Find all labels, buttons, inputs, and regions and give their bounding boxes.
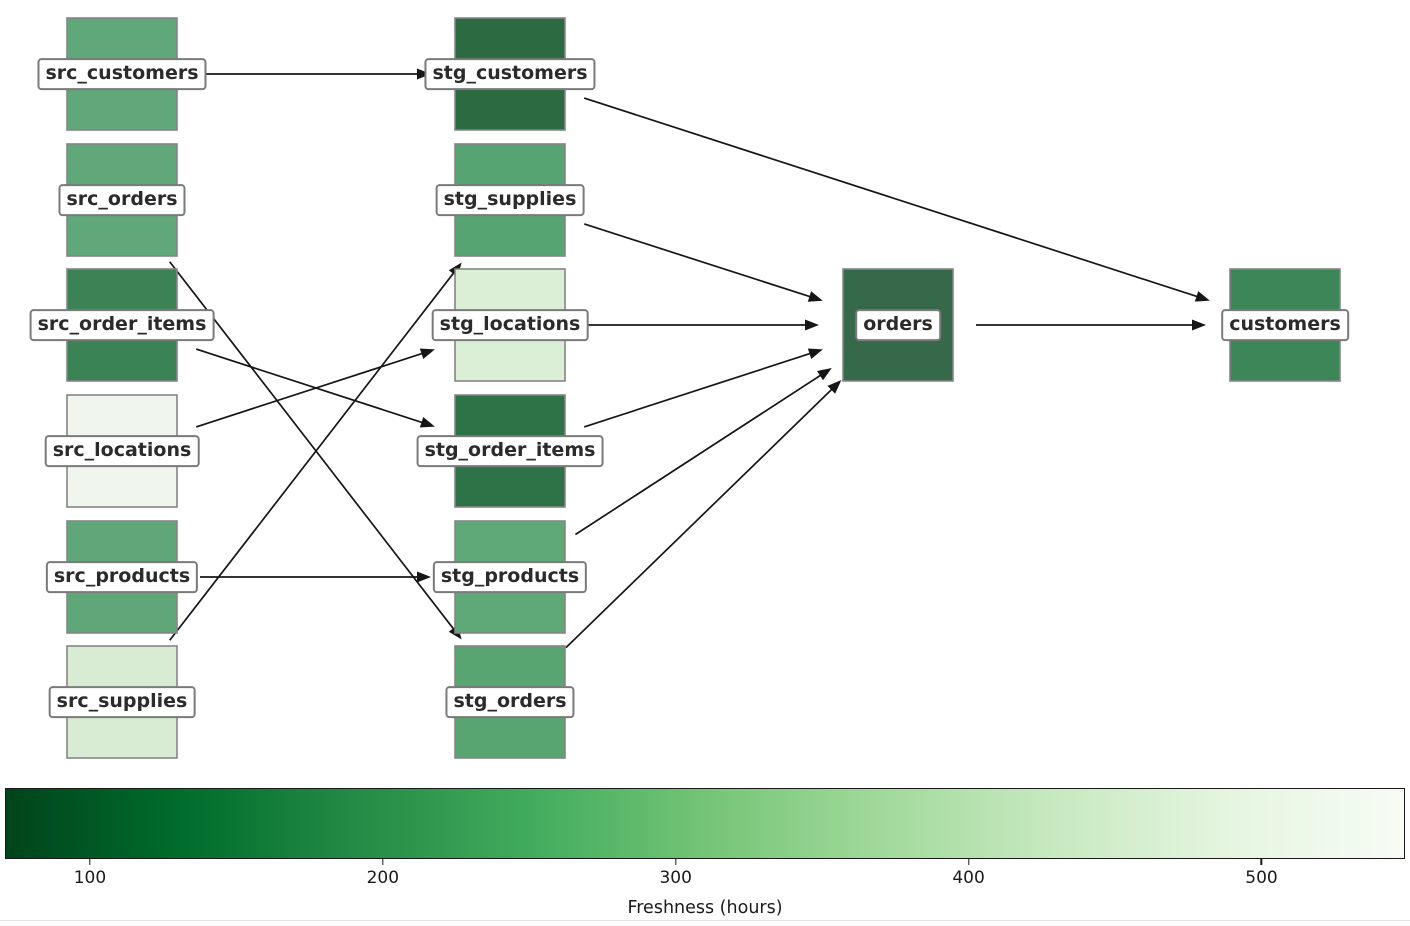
edge-line	[195, 348, 426, 425]
edge-line	[583, 351, 814, 428]
arrowhead-icon	[419, 417, 435, 428]
colorbar-tick-mark-400	[967, 859, 970, 865]
node-label-stg_locations: stg_locations	[431, 309, 589, 341]
arrowhead-icon	[807, 291, 823, 302]
colorbar-tick-label-100: 100	[73, 868, 107, 888]
colorbar-tick-mark-500	[1260, 859, 1263, 865]
edge-line	[574, 372, 824, 536]
edge-src_customers-to-stg_customers	[200, 68, 431, 80]
node-label-stg_customers: stg_customers	[424, 58, 596, 90]
edge-orders-to-customers	[976, 319, 1206, 331]
edge-stg_order_items-to-orders	[583, 348, 823, 428]
node-label-src_customers: src_customers	[37, 58, 207, 90]
node-label-src_products: src_products	[45, 561, 199, 593]
colorbar-tick-mark-200	[382, 859, 384, 865]
colorbar: 100 200 300 400 500 Freshness (hours)	[5, 788, 1405, 926]
colorbar-tick-label-300: 300	[659, 868, 692, 888]
edge-src_order_items-to-stg_order_items	[195, 348, 435, 428]
edge-stg_supplies-to-orders	[583, 223, 823, 302]
colorbar-gradient	[5, 788, 1405, 859]
node-label-stg_order_items: stg_order_items	[416, 435, 604, 467]
node-label-stg_products: stg_products	[432, 561, 588, 593]
edge-stg_customers-to-customers	[583, 97, 1210, 302]
node-label-src_locations: src_locations	[44, 435, 200, 467]
node-label-stg_supplies: stg_supplies	[435, 184, 585, 216]
edge-src_products-to-stg_products	[200, 571, 431, 583]
colorbar-tick-label-500: 500	[1245, 868, 1278, 888]
colorbar-tick-label-200: 200	[366, 868, 400, 888]
arrowhead-icon	[1192, 319, 1206, 331]
arrowhead-icon	[827, 380, 842, 394]
edge-line	[169, 269, 457, 641]
arrowhead-icon	[817, 368, 832, 381]
node-label-src_order_items: src_order_items	[29, 309, 215, 341]
arrowhead-icon	[419, 348, 435, 359]
arrowhead-icon	[417, 571, 431, 583]
arrowhead-icon	[805, 319, 819, 331]
arrowhead-icon	[417, 68, 431, 80]
node-label-src_supplies: src_supplies	[48, 686, 196, 718]
node-label-orders: orders	[855, 309, 941, 341]
colorbar-tick-mark-100	[89, 859, 91, 865]
edge-line	[195, 351, 426, 428]
edge-line	[583, 97, 1201, 299]
arrowhead-icon	[807, 348, 823, 359]
figure-bottom-border	[0, 920, 1410, 921]
edge-line	[565, 386, 835, 649]
edge-line	[583, 223, 814, 299]
colorbar-axis-label: Freshness (hours)	[627, 898, 783, 918]
edge-src_locations-to-stg_locations	[195, 348, 435, 428]
edge-stg_products-to-orders	[574, 368, 832, 536]
edge-line	[169, 261, 457, 633]
edge-stg_orders-to-orders	[565, 380, 842, 649]
node-label-src_orders: src_orders	[58, 184, 186, 216]
colorbar-tick-label-400: 400	[952, 868, 985, 888]
node-label-stg_orders: stg_orders	[445, 686, 575, 718]
edge-stg_locations-to-orders	[588, 319, 819, 331]
node-label-customers: customers	[1221, 309, 1349, 341]
colorbar-tick-mark-300	[675, 859, 677, 865]
arrowhead-icon	[1194, 291, 1210, 302]
